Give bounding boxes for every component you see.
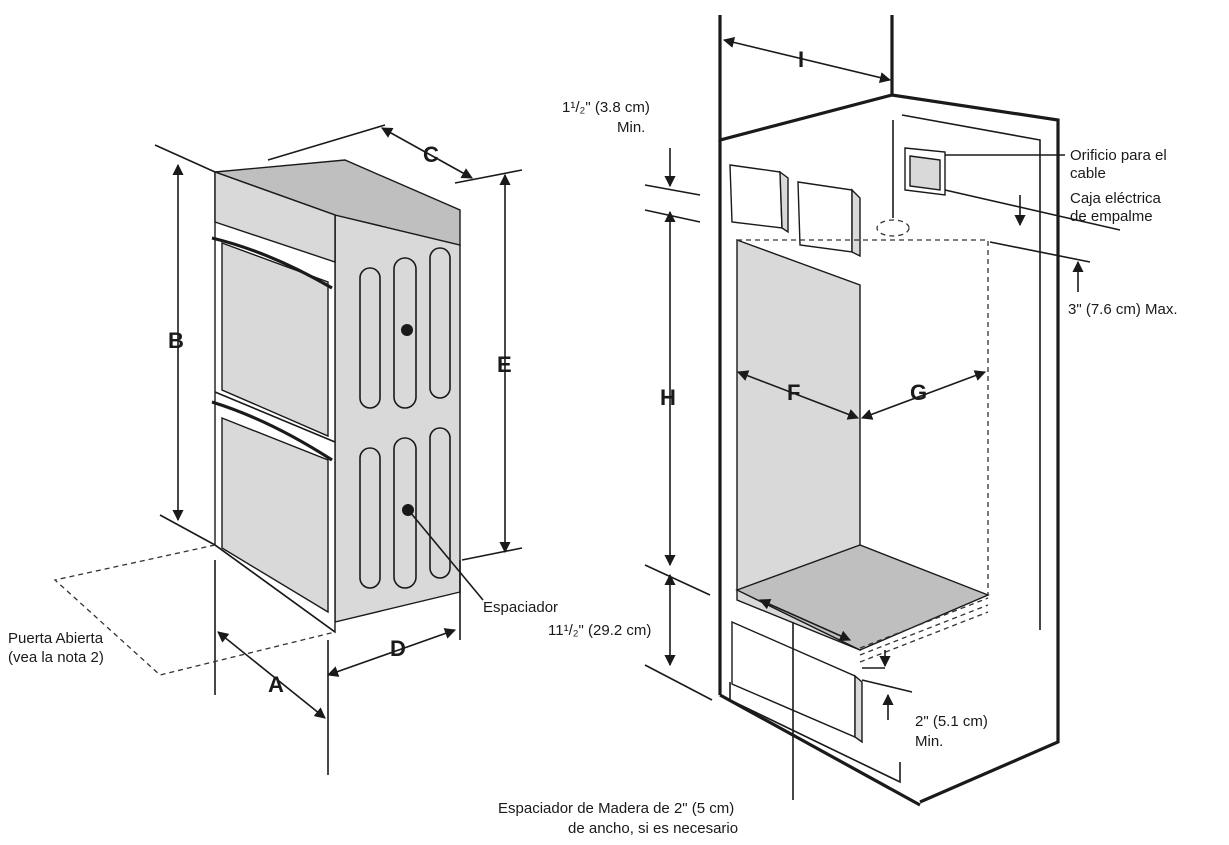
- label-cable-hole-1: Orificio para el: [1070, 147, 1167, 164]
- label-cable-hole-2: cable: [1070, 165, 1106, 182]
- label-spacer: Espaciador: [483, 599, 558, 616]
- dim-label-e: E: [497, 352, 512, 377]
- dimension-lines-left: [53, 124, 523, 775]
- dim-label-h: H: [660, 385, 676, 410]
- label-top-gap-1: 1¹/₂" (3.8 cm): [562, 99, 650, 116]
- dim-label-f: F: [787, 380, 800, 405]
- label-bottom-gap-2: Min.: [915, 733, 943, 750]
- dim-label-d: D: [390, 636, 406, 661]
- dim-label-g: G: [910, 380, 927, 405]
- label-door-open-1: Puerta Abierta: [8, 630, 104, 647]
- dimension-lines-right: [644, 36, 1121, 800]
- label-bottom-gap-1: 2" (5.1 cm): [915, 713, 988, 730]
- label-wood-spacer-1: Espaciador de Madera de 2" (5 cm): [498, 800, 734, 817]
- dim-label-b: B: [168, 328, 184, 353]
- label-bottom-height: 11¹/₂" (29.2 cm): [548, 622, 651, 639]
- label-wood-spacer-2: de ancho, si es necesario: [568, 820, 738, 837]
- label-junction-box-2: de empalme: [1070, 208, 1153, 225]
- label-door-open-2: (vea la nota 2): [8, 649, 104, 666]
- dim-label-a: A: [268, 672, 284, 697]
- label-junction-box-1: Caja eléctrica: [1070, 190, 1162, 207]
- cabinet: [718, 15, 1060, 807]
- dim-label-i: I: [798, 47, 804, 72]
- label-top-max: 3" (7.6 cm) Max.: [1068, 301, 1178, 318]
- label-top-gap-2: Min.: [617, 119, 645, 136]
- dim-label-c: C: [423, 142, 439, 167]
- double-wall-oven: [211, 159, 461, 634]
